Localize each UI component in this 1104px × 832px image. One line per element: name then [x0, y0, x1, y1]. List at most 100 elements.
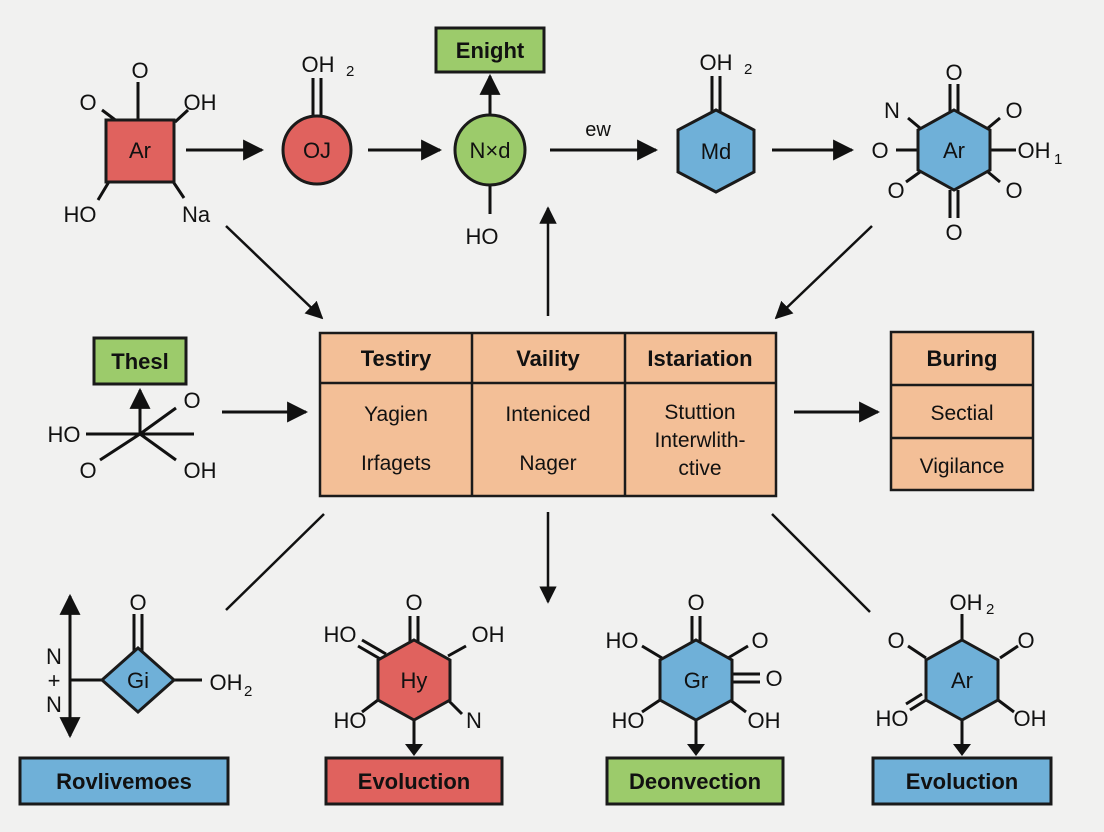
atom-o: O: [131, 58, 148, 83]
gr-hexagon-node: [658, 638, 734, 722]
atom-o: O: [79, 90, 96, 115]
thesl-tag: [92, 336, 188, 386]
atom-ho: HO: [612, 708, 645, 733]
atom-oh: OH: [1018, 138, 1051, 163]
subscript-1: 1: [1054, 151, 1062, 168]
atom-na: Na: [182, 202, 211, 227]
hy-hexagon-label: Hy: [401, 668, 428, 693]
atom-ho: HO: [324, 622, 357, 647]
atom-o: O: [887, 178, 904, 203]
subscript-2: 2: [986, 601, 994, 618]
atom-o: O: [945, 220, 962, 245]
table-cell: Inteniced: [505, 403, 590, 426]
gi-diamond-label: Gi: [127, 668, 149, 693]
connector-line: [771, 513, 871, 613]
atom-o: O: [945, 60, 962, 85]
central-table: Testiry Vaility Istariation Yagien Irfag…: [318, 331, 778, 498]
arrow: [225, 225, 324, 320]
arrow-label: ew: [585, 119, 611, 141]
arrow: [774, 225, 873, 320]
right-stack-box: Buring Sectial Vigilance: [889, 330, 1035, 492]
table-header: Testiry: [361, 346, 432, 371]
atom-o: O: [129, 590, 146, 615]
atom-n: N: [46, 644, 62, 669]
atom-o: O: [871, 138, 888, 163]
atom-oh2: OH: [302, 52, 335, 77]
molecule-gr-hexagon: Gr O HO O O HO OH Deonvection: [605, 590, 785, 806]
right-box-row: Vigilance: [920, 455, 1005, 478]
molecule-ar-hexagon-bottom: Ar OH 2 O O HO OH Evoluction: [871, 590, 1053, 806]
atom-oh: OH: [472, 622, 505, 647]
molecule-ar-square: Ar O O OH HO Na: [64, 58, 217, 227]
evoluction-label: Evoluction: [906, 769, 1018, 794]
oj-circle-label: OJ: [303, 138, 331, 163]
atom-oh2: OH: [950, 590, 983, 615]
atom-n: N: [466, 708, 482, 733]
atom-o: O: [765, 666, 782, 691]
atom-ho: HO: [876, 706, 909, 731]
atom-o: O: [687, 590, 704, 615]
nxd-circle-node: [453, 113, 527, 187]
table-cell: Yagien: [364, 403, 428, 426]
atom-o: O: [1017, 628, 1034, 653]
molecule-ar-hexagon-top: Ar O N O O OH 1 O O O: [871, 60, 1062, 245]
deonvection-label-box: [605, 756, 785, 806]
table-cell: Nager: [519, 452, 576, 475]
subscript-2: 2: [346, 63, 354, 80]
ar-bottom-hexagon-label: Ar: [951, 668, 973, 693]
right-box-header: Buring: [927, 346, 998, 371]
subscript-2: 2: [744, 61, 752, 78]
atom-o: O: [405, 590, 422, 615]
table-header: Istariation: [647, 346, 752, 371]
molecule-thesl: Thesl O HO O OH: [48, 336, 217, 483]
atom-oh2: OH: [700, 50, 733, 75]
oj-circle-node: [281, 114, 353, 186]
table-header: Vaility: [516, 346, 580, 371]
molecule-nxd-circle: Enight N×d HO: [434, 26, 546, 249]
md-hexagon-label: Md: [701, 139, 732, 164]
molecule-gi-diamond: Gi O N + N OH 2 Rovlivemoes: [18, 590, 252, 806]
atom-oh: OH: [184, 90, 217, 115]
connector-line: [225, 513, 325, 611]
atom-o: O: [1005, 98, 1022, 123]
atom-oh: OH: [748, 708, 781, 733]
gi-diamond-node: [99, 645, 177, 715]
enight-tag: [434, 26, 546, 74]
enight-tag-label: Enight: [456, 38, 525, 63]
ar-hexagon-node: [916, 108, 992, 192]
atom-o: O: [79, 458, 96, 483]
thesl-tag-label: Thesl: [111, 349, 168, 374]
evoluction-label-box: [324, 756, 504, 806]
atom-o: O: [751, 628, 768, 653]
table-cell: Irfagets: [361, 452, 431, 475]
plus-sign: +: [48, 668, 61, 693]
atom-o: O: [183, 388, 200, 413]
ar-square-label: Ar: [129, 138, 151, 163]
ar-bottom-hexagon-node: [924, 638, 1000, 722]
atom-ho: HO: [466, 224, 499, 249]
molecule-md-hexagon: Md OH 2: [676, 50, 756, 194]
evoluction-label: Evoluction: [358, 769, 470, 794]
gr-hexagon-label: Gr: [684, 668, 708, 693]
atom-oh: OH: [1014, 706, 1047, 731]
ar-hexagon-label: Ar: [943, 138, 965, 163]
table-cell: ctive: [678, 457, 721, 480]
molecule-hy-hexagon: Hy O HO OH HO N Evoluction: [324, 590, 505, 806]
atom-oh2: OH: [210, 670, 243, 695]
table-cell: Interwlith-: [654, 429, 745, 452]
subscript-2: 2: [244, 683, 252, 700]
atom-oh: OH: [184, 458, 217, 483]
rovlivemoes-label: Rovlivemoes: [56, 769, 192, 794]
atom-ho: HO: [334, 708, 367, 733]
deonvection-label: Deonvection: [629, 769, 761, 794]
md-hexagon-node: [676, 108, 756, 194]
atom-o: O: [1005, 178, 1022, 203]
atom-n: N: [46, 692, 62, 717]
table-cell: Stuttion: [664, 401, 735, 424]
molecule-oj-circle: OJ OH 2: [281, 52, 354, 186]
atom-ho: HO: [606, 628, 639, 653]
atom-n: N: [884, 98, 900, 123]
atom-o: O: [887, 628, 904, 653]
rovlivemoes-label-box: [18, 756, 230, 806]
